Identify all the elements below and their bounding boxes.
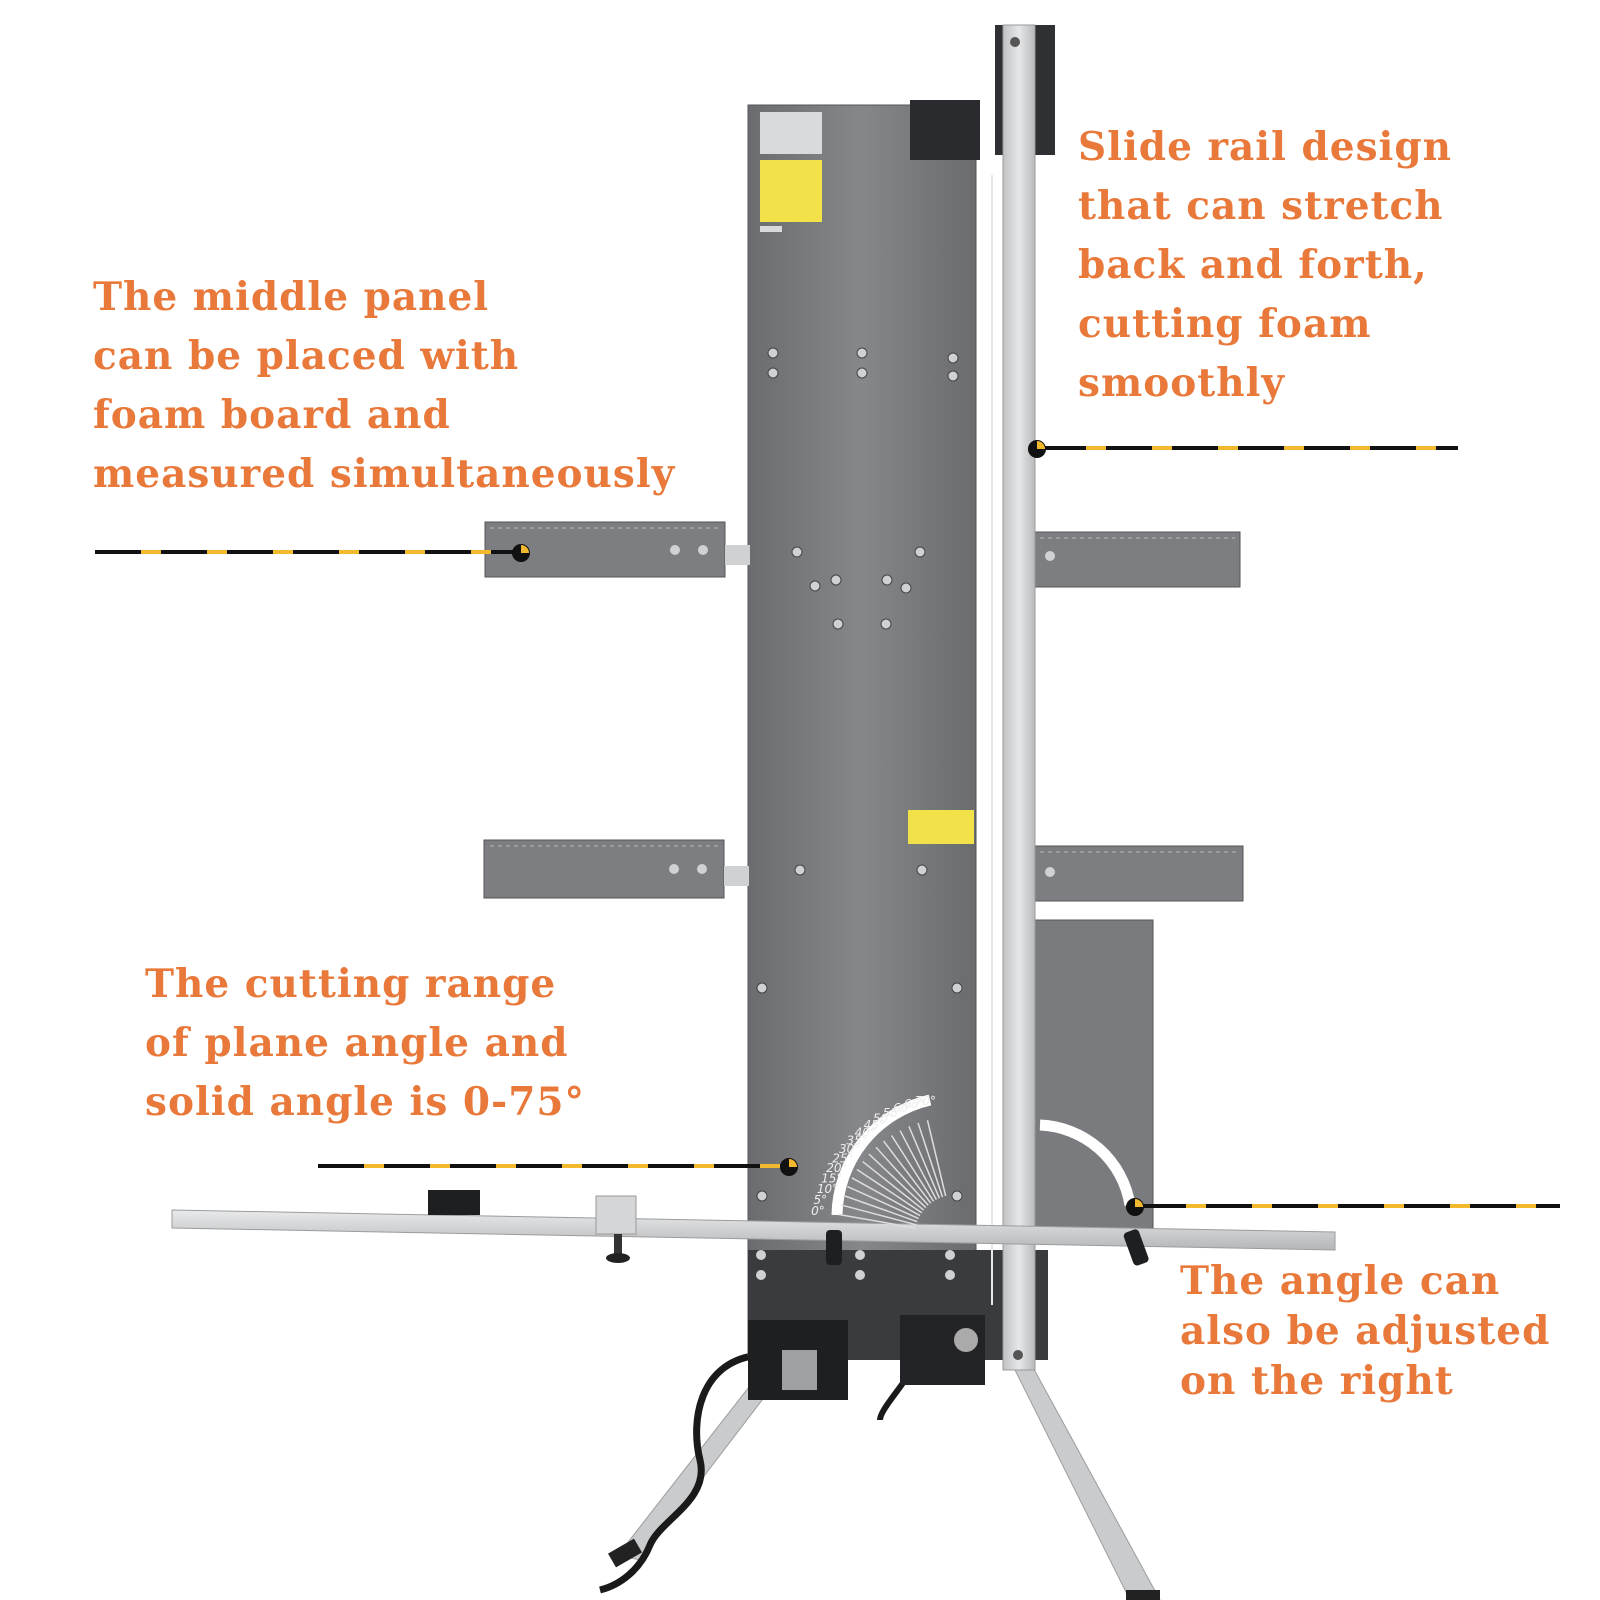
callout-line: also be adjusted — [1180, 1308, 1551, 1354]
protractor-tick — [851, 1177, 921, 1217]
leader-line-cutting-range — [318, 1164, 788, 1168]
warning-label — [760, 160, 822, 222]
callout-line: Slide rail design — [1078, 124, 1452, 170]
callout-line: measured simultaneously — [93, 451, 676, 497]
marker-dot — [1126, 1198, 1144, 1216]
protractor-arc-left — [831, 1094, 932, 1216]
protractor-tick — [890, 1135, 935, 1202]
protractor-tick-label: 45° — [863, 1118, 884, 1132]
protractor-tick-label: 60° — [893, 1101, 914, 1115]
callout-line: that can stretch — [1078, 183, 1444, 229]
leader-line-angle-right — [1140, 1204, 1560, 1208]
protractor-tick — [917, 1122, 944, 1198]
protractor-tick-label: 35° — [846, 1133, 867, 1147]
callout-line: The middle panel — [93, 274, 490, 320]
callout-line: solid angle is 0-75° — [145, 1079, 585, 1125]
marker-dot — [512, 544, 530, 562]
left-rulers — [483, 521, 750, 899]
protractor-tick — [843, 1194, 918, 1223]
tripod-legs — [608, 1359, 1161, 1600]
callout-line: foam board and — [93, 392, 451, 438]
protractor-tick-label: 70° — [915, 1094, 936, 1108]
protractor-tick — [856, 1168, 923, 1214]
leader-line-middle-panel — [95, 550, 520, 554]
protractor-tick — [926, 1120, 947, 1197]
protractor-tick — [908, 1126, 941, 1199]
laser-label — [908, 810, 974, 844]
callout-line: The cutting range — [145, 961, 557, 1007]
protractor-tick — [838, 1213, 916, 1229]
callout-line: of plane angle and — [145, 1020, 569, 1066]
callout-line: on the right — [1180, 1358, 1454, 1404]
protractor-tick-label: 5° — [814, 1193, 828, 1207]
protractor-tick-label: 30° — [839, 1142, 860, 1156]
protractor-tick-label: 55° — [883, 1106, 904, 1120]
protractor-tick — [875, 1146, 929, 1206]
right-angle-plate — [1034, 919, 1154, 1231]
protractor-tick-label: 15° — [821, 1171, 842, 1185]
callout-line: The angle can — [1180, 1258, 1501, 1304]
callout-cutting-range: The cutting range of plane angle and sol… — [145, 955, 585, 1132]
callout-slide-rail: Slide rail design that can stretch back … — [1078, 118, 1452, 413]
right-rulers — [1034, 531, 1244, 902]
marker-dot — [1028, 440, 1046, 458]
callout-line: back and forth, — [1078, 242, 1428, 288]
protractor-arc-right — [1039, 1119, 1136, 1206]
protractor-tick — [882, 1140, 932, 1204]
protractor-tick — [868, 1153, 927, 1209]
protractor-tick — [847, 1185, 919, 1220]
protractor-tick — [840, 1204, 917, 1226]
callout-middle-panel: The middle panel can be placed with foam… — [93, 268, 675, 504]
marker-dot — [780, 1158, 798, 1176]
bottom-rail — [171, 1209, 1336, 1251]
callout-line: cutting foam — [1078, 301, 1372, 347]
rail-stop — [428, 1190, 480, 1215]
protractor-tick — [862, 1160, 925, 1211]
leader-line-slide-rail — [1040, 446, 1458, 450]
callout-line: smoothly — [1078, 360, 1286, 406]
protractor-tick-label: 25° — [832, 1151, 853, 1165]
callout-line: can be placed with — [93, 333, 520, 379]
protractor-tick-label: 40° — [855, 1125, 876, 1139]
slide-rail — [1002, 24, 1036, 1371]
protractor-tick-label: 20° — [826, 1161, 847, 1175]
callout-angle-right: The angle can also be adjusted on the ri… — [1180, 1256, 1550, 1406]
spec-label — [760, 112, 822, 154]
protractor-tick-label: 50° — [873, 1112, 894, 1126]
protractor-tick-label: 0° — [811, 1204, 825, 1218]
protractor-tick-label: 65° — [904, 1097, 925, 1111]
top-arm — [910, 100, 980, 160]
protractor-tick — [899, 1130, 938, 1200]
power-cord — [599, 1351, 761, 1594]
protractor-tick-label: 10° — [817, 1182, 838, 1196]
